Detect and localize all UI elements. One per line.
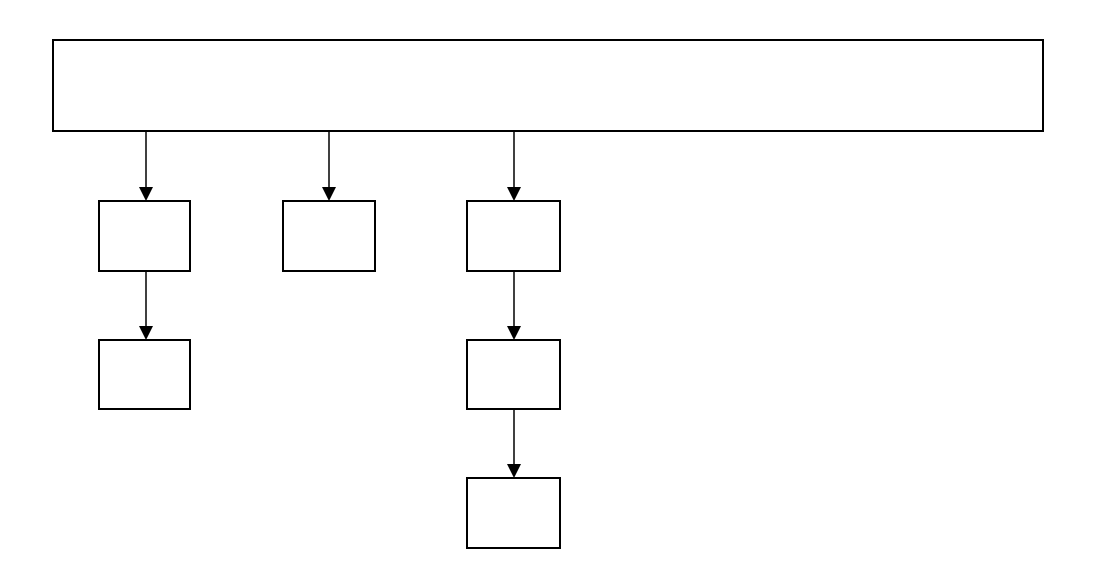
edge-root-to-col3-level1 [507,132,521,201]
edge-col3-level1-to-col3-level2 [507,271,521,340]
col3-level2-node [466,339,561,410]
root-node [52,39,1044,132]
col3-level1-node [466,200,561,272]
nodes [52,39,1044,549]
col3-level3-node [466,477,561,549]
connectors [139,132,521,478]
edge-col1-level1-to-col1-level2 [139,271,153,340]
col1-level1-node [98,200,191,272]
edge-root-to-col2-level1 [322,132,336,201]
col1-level2-node [98,339,191,410]
col2-level1-node [282,200,376,272]
edge-col3-level2-to-col3-level3 [507,409,521,478]
edge-root-to-col1-level1 [139,132,153,201]
